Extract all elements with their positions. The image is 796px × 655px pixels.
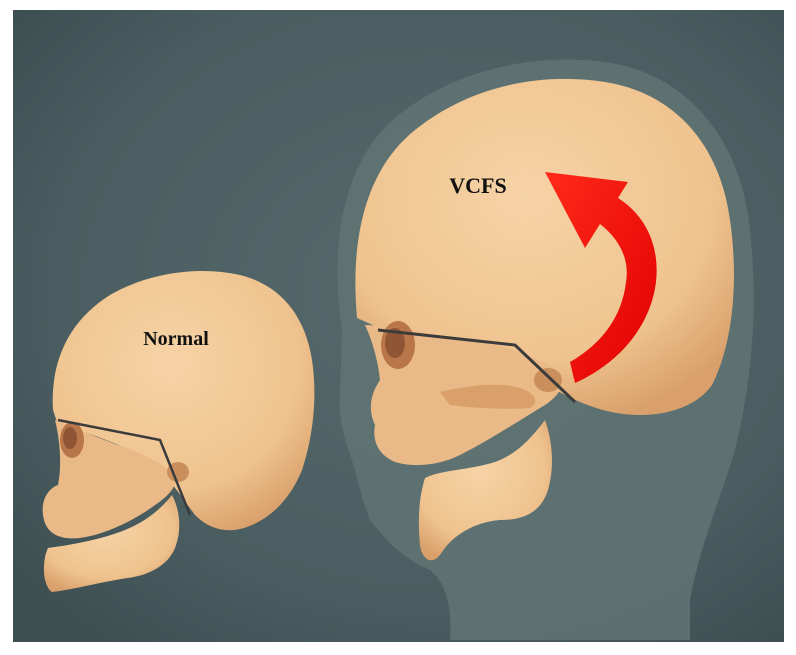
normal-orbit-shadow <box>63 427 77 449</box>
normal-label: Normal <box>143 328 209 350</box>
vcfs-ear-canal <box>534 368 562 392</box>
vcfs-label: VCFS <box>449 173 506 198</box>
